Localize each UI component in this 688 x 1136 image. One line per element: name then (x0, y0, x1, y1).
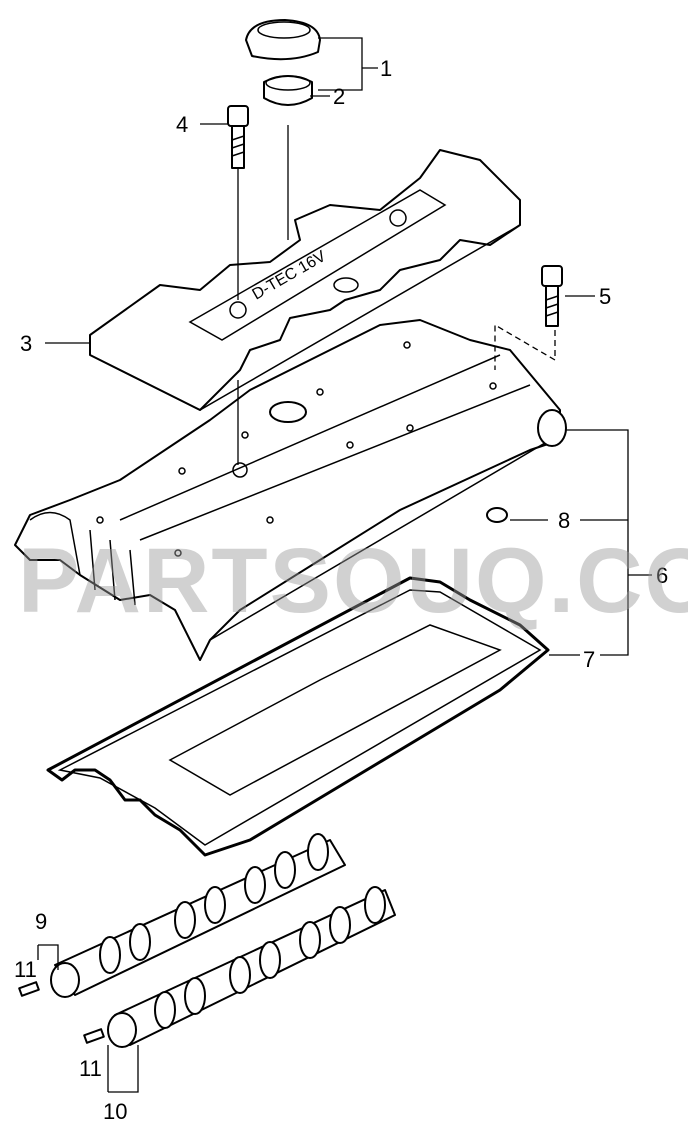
callout-2[interactable]: 2 (333, 84, 345, 109)
callout-8[interactable]: 8 (558, 508, 570, 533)
part-valve-cover[interactable] (14, 319, 567, 661)
callout-1[interactable]: 1 (380, 56, 392, 81)
callout-5[interactable]: 5 (599, 284, 611, 309)
callout-11b[interactable]: 11 (79, 1056, 102, 1081)
callout-6[interactable]: 6 (656, 563, 668, 588)
watermark: PARTSOUQ.COM (18, 530, 688, 632)
part-pin-11a[interactable] (18, 981, 40, 997)
part-grommet[interactable] (486, 507, 508, 523)
callout-10[interactable]: 10 (103, 1099, 127, 1124)
part-oil-filler-cap[interactable] (245, 19, 321, 61)
part-engine-cover[interactable]: D-TEC 16V (89, 149, 521, 411)
part-pin-11b[interactable] (83, 1028, 105, 1044)
part-gasket[interactable] (46, 576, 550, 857)
callout-3[interactable]: 3 (20, 331, 32, 356)
part-bolt-4[interactable] (227, 105, 249, 169)
part-camshaft-9[interactable] (50, 833, 346, 998)
callout-4[interactable]: 4 (176, 112, 188, 137)
callout-11a[interactable]: 11 (14, 957, 37, 982)
part-seal-ring[interactable] (263, 75, 313, 106)
leader-lines (37, 37, 652, 1093)
callout-labels: 1 2 3 4 5 6 7 8 9 10 11 11 (14, 56, 668, 1124)
part-camshaft-10[interactable] (107, 886, 396, 1048)
callout-7[interactable]: 7 (583, 647, 595, 672)
part-bolt-5[interactable] (541, 265, 563, 327)
callout-9[interactable]: 9 (35, 909, 47, 934)
